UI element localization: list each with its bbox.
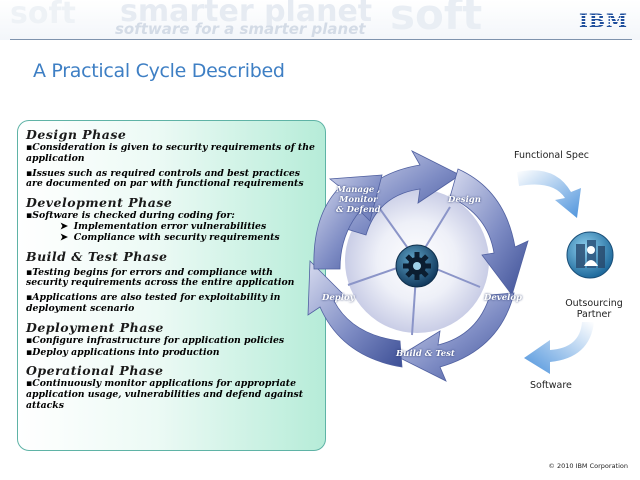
deployment-bullet-2: ▪Deploy applications into production	[26, 346, 220, 358]
cycle-label-manage: Manage , Monitor & Defend	[336, 185, 381, 215]
arrow-deploy-to-manage	[313, 174, 383, 270]
manage-line-2: Monitor	[339, 195, 378, 205]
development-bullet-1: ▪Software is checked during coding for:	[26, 210, 235, 222]
functional-spec-label: Functional Spec	[514, 150, 590, 161]
phase-title-design: Design Phase	[26, 127, 127, 142]
cycle-label-build-test: Build & Test	[396, 349, 455, 359]
outsourcing-partner-label: Outsourcing Partner	[561, 298, 627, 320]
arrow-bullet-icon: ➤	[60, 220, 68, 232]
header-banner: soft smarter planet software for a smart…	[0, 0, 640, 40]
ibm-logo: IBM	[579, 10, 628, 32]
watermark-tertiary: soft	[10, 0, 76, 31]
phase-panel: Design Phase ▪Consideration is given to …	[17, 120, 326, 451]
build-test-bullet-1: ▪Testing begins for errors and complianc…	[26, 266, 295, 289]
software-arrow-icon	[524, 322, 594, 374]
outsourcing-line-2: Partner	[576, 309, 612, 320]
watermark-primary: smarter planet	[120, 0, 373, 29]
development-subitem-1-text: Implementation error vulnerabilities	[73, 220, 267, 232]
manage-line-1: Manage ,	[336, 185, 381, 195]
design-bullet-2: ▪Issues such as required controls and be…	[26, 167, 304, 190]
phase-title-development: Development Phase	[26, 195, 173, 211]
partner-icon	[566, 231, 614, 279]
manage-line-3: & Defend	[336, 205, 381, 215]
cycle-label-deploy: Deploy	[322, 293, 355, 303]
watermark-tertiary-large: soft	[390, 0, 483, 39]
design-bullet-1: ▪Consideration is given to security requ…	[26, 142, 315, 164]
build-test-bullet-2: ▪Applications are also tested for exploi…	[26, 292, 281, 314]
cycle-label-design: Design	[448, 195, 481, 205]
page-title: A Practical Cycle Described	[33, 60, 285, 82]
copyright-footer: © 2010 IBM Corporation	[548, 462, 628, 470]
arrow-bullet-icon: ➤	[60, 231, 68, 243]
cycle-label-develop: Develop	[484, 293, 522, 303]
development-subitem-2-text: Compliance with security requirements	[73, 231, 280, 243]
development-subitem-1: ➤ Implementation error vulnerabilities	[26, 220, 317, 233]
watermark-secondary: software for a smarter planet	[115, 20, 366, 38]
operational-bullet-1: ▪Continuously monitor applications for a…	[26, 378, 304, 411]
software-label: Software	[530, 380, 572, 391]
development-subitem-2: ➤ Compliance with security requirements	[26, 231, 317, 244]
phase-title-operational: Operational Phase	[26, 363, 164, 379]
header-divider	[10, 39, 632, 40]
arrow-develop-to-build	[397, 292, 515, 382]
arrow-build-to-deploy	[307, 260, 403, 368]
phase-title-build-test: Build & Test Phase	[26, 248, 168, 264]
deployment-bullet-1: ▪Configure infrastructure for applicatio…	[26, 334, 285, 346]
functional-spec-arrow-icon	[517, 170, 581, 218]
arrow-design-to-develop	[449, 168, 529, 296]
gear-icon	[395, 244, 439, 288]
phase-title-deployment: Deployment Phase	[26, 319, 164, 335]
outsourcing-line-1: Outsourcing	[565, 298, 623, 309]
